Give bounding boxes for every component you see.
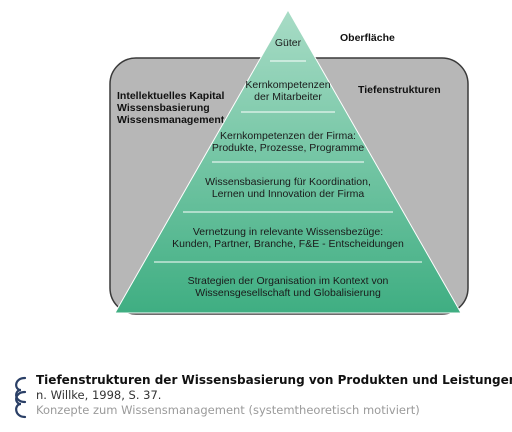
level-3-text-line-1: Kernkompetenzen der Firma: — [220, 130, 356, 142]
top-label: Oberfläche — [340, 32, 395, 44]
level-6-text-line-2: Wissensgesellschaft und Globalisierung — [195, 287, 381, 299]
left-label-3: Wissensmanagement — [117, 114, 225, 126]
figure-caption: Tiefenstrukturen der Wissensbasierung vo… — [6, 373, 512, 425]
bracket-logo-icon — [15, 376, 27, 419]
level-2-text-line-1: Kernkompetenzen — [245, 79, 330, 91]
left-label-1: Intellektuelles Kapital — [117, 90, 224, 102]
left-label-2: Wissensbasierung — [117, 102, 210, 114]
level-6-text-line-1: Strategien der Organisation im Kontext v… — [188, 275, 389, 287]
caption-source: n. Willke, 1998, S. 37. — [36, 388, 162, 402]
level-1-text: Güter — [275, 37, 302, 49]
level-4-text-line-1: Wissensbasierung für Koordination, — [205, 176, 371, 188]
level-5-text-line-2: Kunden, Partner, Branche, F&E - Entschei… — [172, 238, 404, 250]
caption-subtitle: Konzepte zum Wissensmanagement (systemth… — [36, 403, 420, 417]
pyramid-dividers — [154, 60, 422, 263]
level-2-text-line-2: der Mitarbeiter — [254, 91, 322, 103]
caption-title: Tiefenstrukturen der Wissensbasierung vo… — [36, 373, 512, 387]
level-3-text-line-2: Produkte, Prozesse, Programme — [212, 142, 364, 154]
deep-label: Tiefenstrukturen — [358, 84, 441, 96]
knowledge-pyramid-diagram: Oberfläche Tiefenstrukturen Intellektuel… — [109, 8, 469, 315]
caption-text-block: Tiefenstrukturen der Wissensbasierung vo… — [36, 373, 512, 418]
level-4-text-line-2: Lernen und Innovation der Firma — [212, 188, 365, 200]
level-5-text-line-1: Vernetzung in relevante Wissensbezüge: — [193, 226, 383, 238]
